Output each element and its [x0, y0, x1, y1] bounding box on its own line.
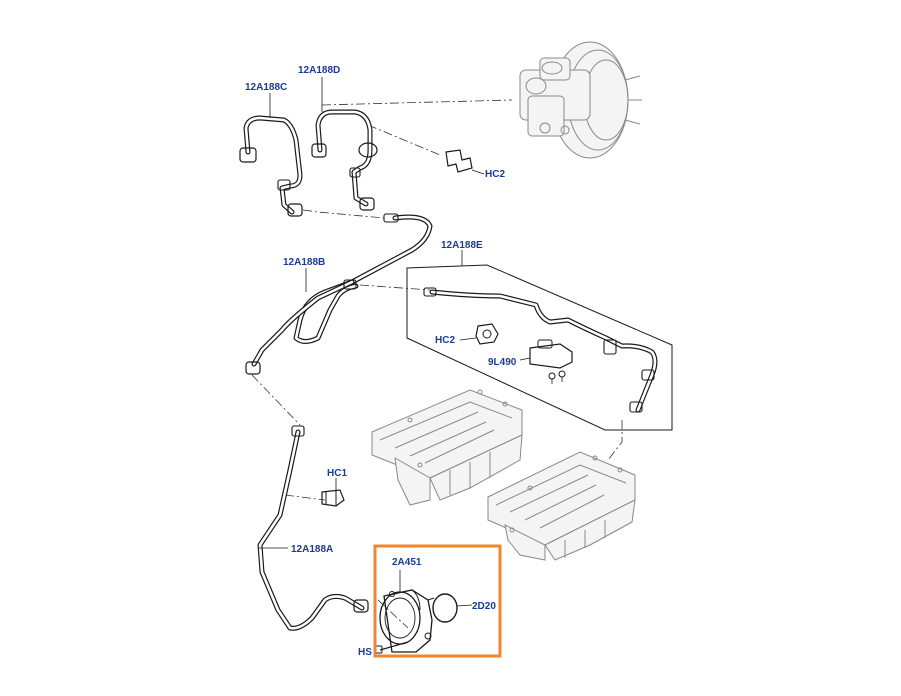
seal-2d20[interactable] [432, 593, 473, 623]
label-9l490: 9L490 [488, 357, 517, 368]
check-valve-9l490[interactable] [519, 339, 573, 384]
hose-12a188e[interactable] [423, 287, 658, 413]
vacuum-pump-2a451[interactable] [379, 570, 435, 653]
label-12a188d: 12A188D [298, 65, 340, 76]
label-leaders [258, 77, 463, 549]
label-2d20: 2D20 [472, 601, 496, 612]
hose-12a188a[interactable] [257, 425, 369, 631]
hose-12a188c[interactable] [239, 115, 303, 217]
hose-12a188e-frame [406, 264, 673, 431]
clip-hc2-top[interactable] [445, 149, 485, 175]
label-12a188e: 12A188E [441, 240, 483, 251]
reference-lines [251, 99, 623, 629]
highlight-box [373, 544, 502, 658]
label-12a188c: 12A188C [245, 82, 287, 93]
intake-manifold-left [371, 389, 523, 506]
label-hc2-top: HC2 [485, 169, 505, 180]
clip-hc2-mid[interactable] [459, 323, 499, 345]
brake-booster [519, 41, 642, 159]
clip-hc1[interactable] [321, 478, 345, 507]
label-12a188a: 12A188A [291, 544, 333, 555]
label-hc1: HC1 [327, 468, 347, 479]
hose-12a188b[interactable] [245, 213, 433, 375]
label-12a188b: 12A188B [283, 257, 325, 268]
hose-12a188d[interactable] [311, 109, 378, 211]
label-2a451: 2A451 [392, 557, 422, 568]
intake-manifold-right [487, 451, 636, 561]
label-hs: HS [358, 647, 372, 658]
label-hc2-mid: HC2 [435, 335, 455, 346]
